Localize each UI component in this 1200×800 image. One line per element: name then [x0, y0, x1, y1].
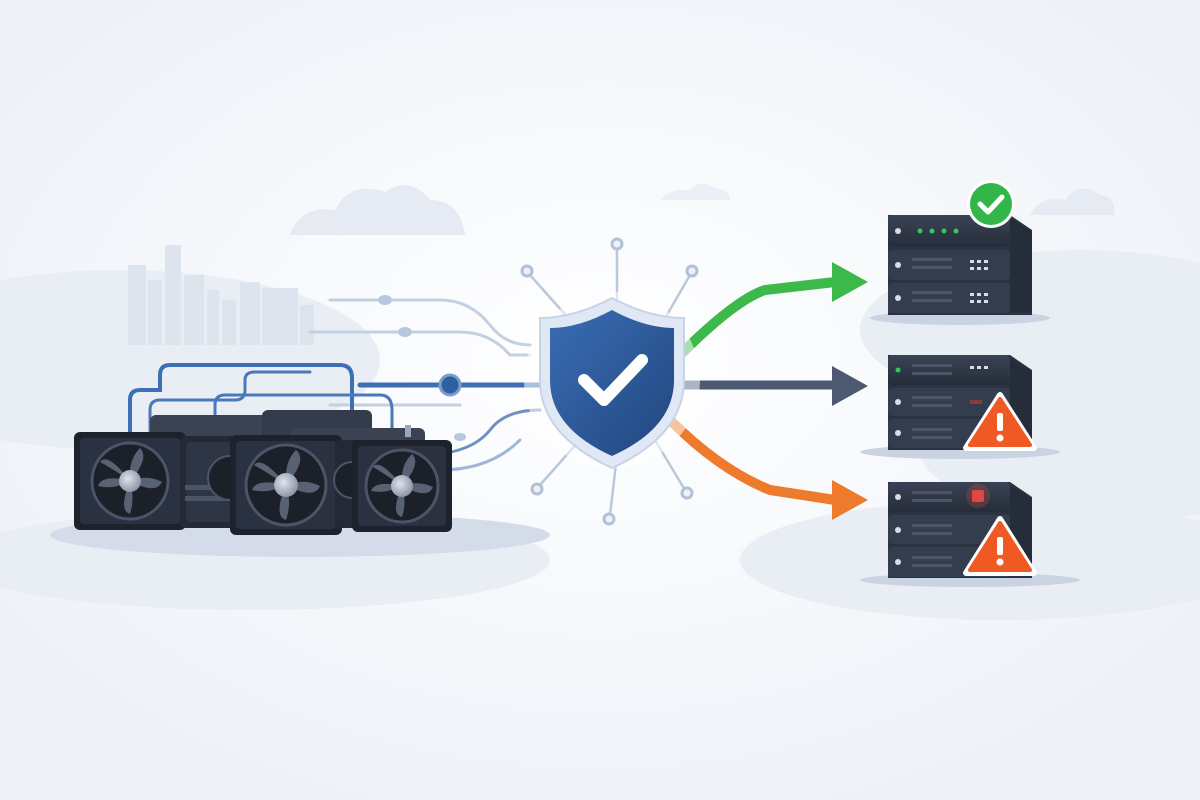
route-arrow-green: [675, 262, 868, 360]
server-rack-icon: [888, 215, 1032, 315]
miner-left: [74, 432, 186, 530]
warning-triangle-icon: [963, 392, 1037, 451]
server-rack-ok: [870, 180, 1050, 325]
shield-check-icon: [524, 292, 700, 470]
background-city: [128, 245, 314, 345]
server-rack-alert: [860, 482, 1080, 587]
alert-led: [972, 490, 984, 502]
miner-center: [230, 435, 342, 535]
shield-network-nodes: [520, 237, 699, 526]
fan-icon: [90, 441, 170, 521]
warning-triangle-icon: [963, 516, 1037, 576]
server-rack-warning: [860, 355, 1060, 459]
miner-right: [352, 440, 452, 532]
fan-icon: [364, 448, 440, 524]
check-circle-icon: [967, 180, 1015, 228]
cable-junction: [438, 373, 462, 397]
route-arrow-gray: [675, 366, 868, 406]
background-wire-nodes: [378, 295, 466, 441]
background-clouds: [290, 183, 1115, 235]
fan-icon: [244, 443, 328, 527]
